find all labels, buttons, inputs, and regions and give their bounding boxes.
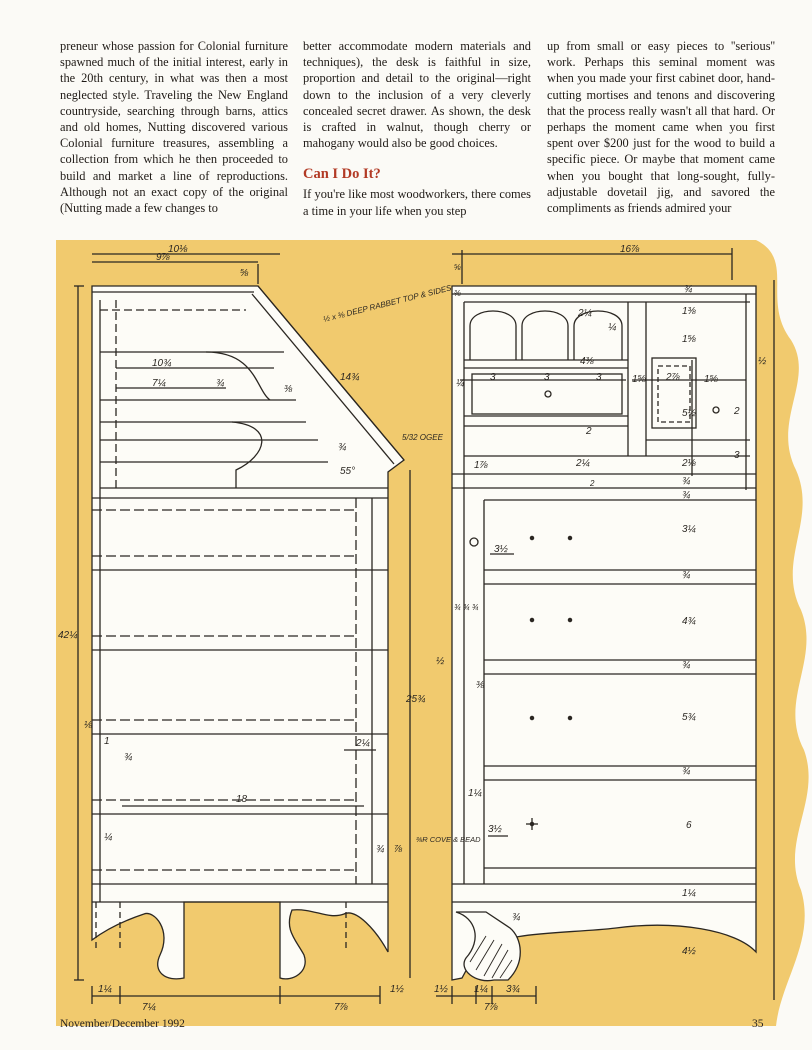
front-dim-12-frac: ½ <box>436 656 445 667</box>
front-dim-top-38: ⅜ <box>454 289 461 298</box>
front-dim-12: ½ <box>758 356 767 367</box>
side-dim-lid-length: 14¾ <box>340 372 359 383</box>
side-dim-depth-18: 18 <box>236 794 248 805</box>
front-row-314: 3¼ <box>682 523 696 535</box>
front-row-534: 5¾ <box>682 712 696 723</box>
front-row-34a: ¾ <box>684 284 692 295</box>
front-dim-38b: ⅜ <box>476 680 485 691</box>
side-dim-foot-112: 1½ <box>390 984 405 995</box>
front-row-158: 1⅝ <box>682 334 697 345</box>
front-dim-width: 16⅞ <box>620 244 640 255</box>
front-dim-2b: 2 <box>733 406 740 417</box>
front-row-138: 1⅜ <box>682 306 697 317</box>
side-dim-1: 1 <box>104 736 110 747</box>
front-row-34e: ¾ <box>682 660 690 671</box>
front-dim-14b: ¼ <box>456 377 464 389</box>
footer-issue-date: November/December 1992 <box>60 1018 185 1030</box>
side-dim-foot-714: 7¼ <box>142 1001 156 1013</box>
side-dim-top-inner: 9⅞ <box>156 252 171 263</box>
drawing-svg: 10⅛ 9⅞ ⅝ ½ x ⅜ DEEP RABBET TOP & SIDES 1… <box>56 240 809 1026</box>
side-dim-38: ⅜ <box>284 384 293 395</box>
side-dim-top-width: 10⅛ <box>168 244 188 255</box>
front-row-434: 4¾ <box>682 616 696 627</box>
side-dim-1034: 10¾ <box>152 358 171 369</box>
side-dim-height: 42¼ <box>58 629 77 641</box>
article-column-3: up from small or easy pieces to ''seriou… <box>547 38 775 236</box>
front-row-412: 4½ <box>682 946 697 957</box>
front-dim-34h: ¾ <box>512 912 520 923</box>
front-view-body <box>451 285 757 981</box>
side-dim-foot-778: 7⅞ <box>334 1002 349 1013</box>
article-column-1: preneur whose passion for Colonial furni… <box>60 38 288 236</box>
front-dim-14: ¼ <box>608 321 616 333</box>
article-column-2: better accommodate modern materials and … <box>303 38 531 236</box>
side-dim-34c: ¾ <box>124 752 132 763</box>
front-dim-512: 5½ <box>682 408 697 419</box>
front-dim-278: 2⅞ <box>665 372 681 383</box>
front-dim-438: 4⅜ <box>580 356 595 367</box>
side-dim-714: 7¼ <box>152 377 166 389</box>
side-dim-angle: 55° <box>340 466 355 477</box>
front-dim-foot-778: 7⅞ <box>484 1002 499 1013</box>
side-dim-34b: ¾ <box>338 442 346 453</box>
technical-drawing: 10⅛ 9⅞ ⅝ ½ x ⅜ DEEP RABBET TOP & SIDES 1… <box>56 240 812 1026</box>
front-dim-114b: 1¼ <box>468 787 482 799</box>
front-row-34b: ¾ <box>682 476 690 487</box>
front-row-6: 6 <box>686 820 692 831</box>
side-dim-214: 2¼ <box>355 737 370 749</box>
side-ogee-note: 5/32 OGEE <box>402 433 444 442</box>
front-dim-foot-114: 1¼ <box>474 983 488 995</box>
front-dim-312a: 3½ <box>494 544 509 555</box>
side-dim-14: ¼ <box>104 831 112 843</box>
side-dim-base-height: 25¾ <box>405 694 425 705</box>
front-dim-2-small: 2 <box>589 479 595 488</box>
front-dim-3b: 3 <box>544 372 550 383</box>
front-dim-top-58: ⅝ <box>454 263 461 272</box>
front-dim-178: 1⅞ <box>474 460 489 471</box>
article-text-col3: up from small or easy pieces to ''seriou… <box>547 39 775 216</box>
front-row-34d: ¾ <box>682 570 690 581</box>
front-row-34c: ¾ <box>682 490 690 501</box>
front-dim-3: 3 <box>734 450 740 461</box>
side-dim-34a: ¾ <box>216 378 224 389</box>
front-dim-214a: 2¼ <box>577 307 592 319</box>
front-dim-34g: ¾ ¾ ¾ <box>454 603 479 612</box>
section-heading: Can I Do It? <box>303 166 381 183</box>
side-dim-foot-114: 1¼ <box>98 983 112 995</box>
front-dim-2: 2 <box>585 426 592 437</box>
front-dim-214b: 2¼ <box>575 457 590 469</box>
article-text-col2b: If you're like most woodworkers, there c… <box>303 187 531 218</box>
front-dim-218: 2⅛ <box>681 458 697 469</box>
front-row-34f: ¾ <box>682 766 690 777</box>
front-dim-158b: 1⅝ <box>704 374 719 385</box>
side-dim-34d: ¾ <box>376 844 384 855</box>
footer-page-number: 35 <box>752 1018 764 1030</box>
side-dim-lid-thickness: ⅝ <box>240 268 249 279</box>
front-dim-3c: 3 <box>596 372 602 383</box>
article-text-col1: preneur whose passion for Colonial furni… <box>60 39 288 216</box>
article-text-col2: better accommodate modern materials and … <box>303 39 531 151</box>
front-cove-note: ⅜R COVE & BEAD <box>416 835 481 844</box>
side-dim-78: ⅞ <box>394 844 403 855</box>
front-row-114: 1¼ <box>682 887 696 899</box>
side-dim-18-frac: ⅛ <box>84 720 93 731</box>
front-dim-158: 1⅝ <box>632 374 647 385</box>
front-dim-foot-112: 1½ <box>434 984 449 995</box>
front-dim-312b: 3½ <box>488 824 503 835</box>
front-dim-3a: 3 <box>490 372 496 383</box>
front-dim-foot-334: 3¾ <box>506 984 520 995</box>
